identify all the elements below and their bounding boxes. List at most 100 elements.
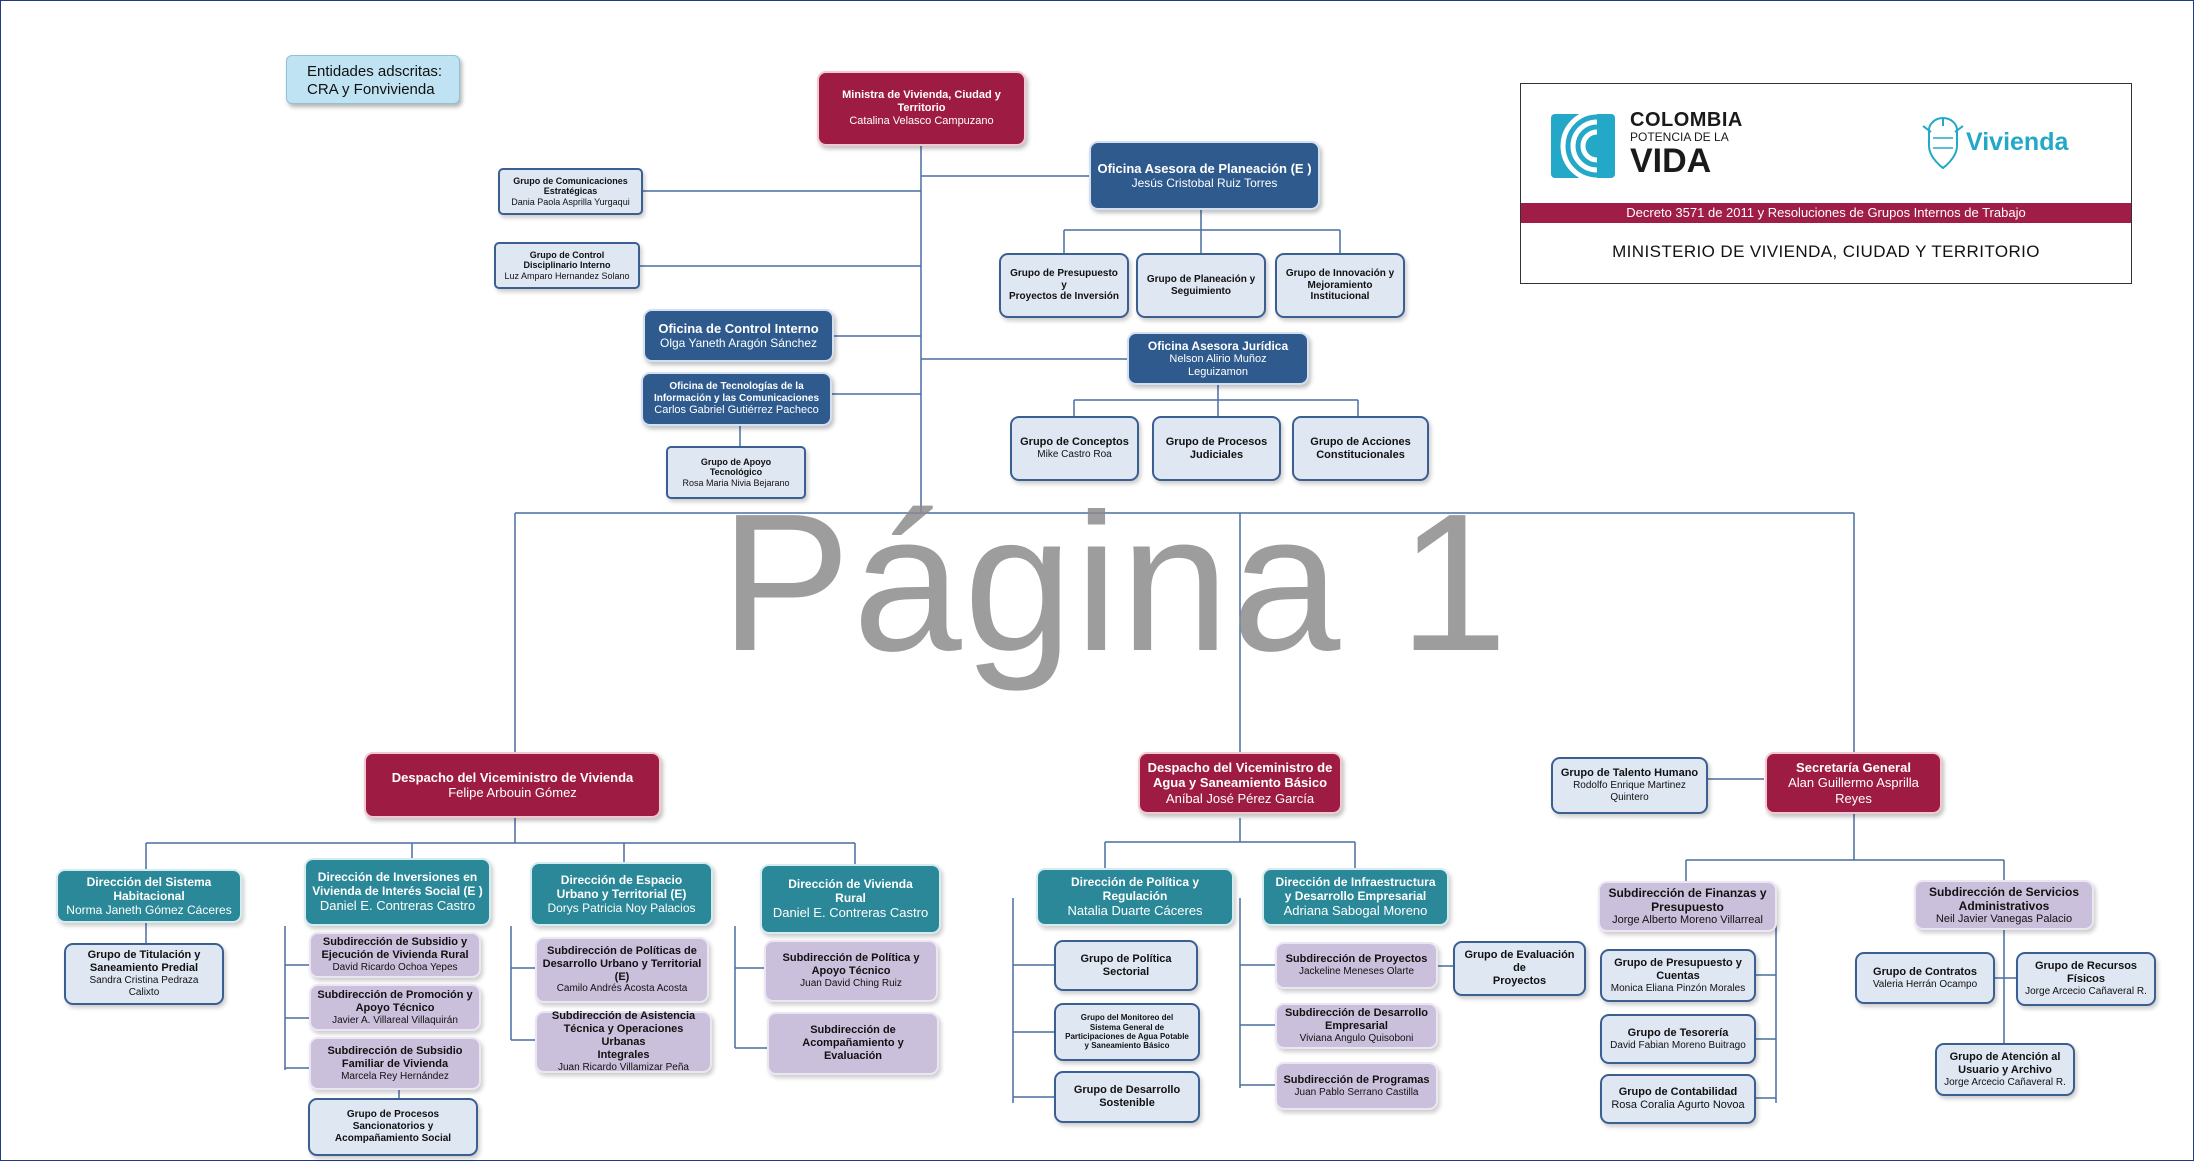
apoyo-tecnologico-box[interactable]: Grupo de Apoyo Tecnológico Rosa Maria Ni… [666, 446, 806, 499]
sub-politica-rural-box[interactable]: Subdirección de Política y Apoyo Técnico… [764, 940, 938, 1002]
contabilidad-box[interactable]: Grupo de Contabilidad Rosa Coralia Agurt… [1600, 1074, 1756, 1124]
contabilidad-title: Grupo de Contabilidad [1618, 1086, 1738, 1099]
dir-espacio-title-1: Dirección de Espacio [560, 872, 683, 887]
sub-programas-name: Juan Pablo Serrano Castilla [1294, 1086, 1419, 1098]
sub-proyectos-box[interactable]: Subdirección de Proyectos Jackeline Mene… [1275, 942, 1438, 989]
sub-subsidio-title-1: Subdirección de Subsidio y [322, 936, 468, 949]
contratos-box[interactable]: Grupo de Contratos Valeria Herrán Ocampo [1855, 952, 1995, 1004]
presupuesto-proyectos-box[interactable]: Grupo de Presupuesto y Proyectos de Inve… [999, 253, 1129, 318]
dir-vivienda-rural-box[interactable]: Dirección de Vivienda Rural Daniel E. Co… [760, 864, 941, 934]
desarrollo-sostenible-title-1: Grupo de Desarrollo [1073, 1084, 1181, 1097]
dir-sistema-habitacional-box[interactable]: Dirección del Sistema Habitacional Norma… [56, 869, 242, 923]
tesoreria-title: Grupo de Tesorería [1627, 1026, 1729, 1039]
procesos-sancionatorios-box[interactable]: Grupo de Procesos Sancionatorios y Acomp… [308, 1098, 478, 1156]
juridica-name-1: Nelson Alirio Muñoz [1169, 352, 1267, 365]
control-interno-name: Olga Yaneth Aragón Sánchez [659, 336, 817, 351]
dir-inversiones-name: Daniel E. Contreras Castro [319, 898, 476, 914]
logo-line-1: COLOMBIA [1630, 109, 1743, 131]
planeacion-box[interactable]: Oficina Asesora de Planeación (E ) Jesús… [1089, 141, 1320, 210]
presupuesto-proyectos-title-1: Grupo de Presupuesto y [1010, 267, 1118, 291]
sub-programas-title: Subdirección de Programas [1283, 1073, 1430, 1086]
vice-agua-box[interactable]: Despacho del Viceministro de Agua y Sane… [1138, 752, 1342, 814]
dir-inversiones-box[interactable]: Dirección de Inversiones en Vivienda de … [304, 858, 491, 926]
procesos-judiciales-title-2: Judiciales [1189, 448, 1244, 461]
dir-inversiones-title-2: Vivienda de Interés Social (E ) [312, 884, 483, 899]
acciones-constitucionales-box[interactable]: Grupo de Acciones Constitucionales [1292, 416, 1429, 481]
sub-promocion-box[interactable]: Subdirección de Promoción y Apoyo Técnic… [309, 984, 481, 1031]
sub-finanzas-box[interactable]: Subdirección de Finanzas y Presupuesto J… [1598, 881, 1777, 932]
titulacion-box[interactable]: Grupo de Titulación y Saneamiento Predia… [64, 943, 224, 1005]
desarrollo-sostenible-box[interactable]: Grupo de Desarrollo Sostenible [1054, 1071, 1200, 1123]
sub-asistencia-title-1: Subdirección de Asistencia [551, 1010, 696, 1023]
dir-infra-title-2: y Desarrollo Empresarial [1284, 889, 1427, 904]
logo-line-2: POTENCIA DE LA [1630, 130, 1729, 144]
sub-familiar-title-1: Subdirección de Subsidio [327, 1044, 463, 1057]
eval-proyectos-title-1: Grupo de Evaluación de [1464, 949, 1575, 975]
sub-acompanamiento-box[interactable]: Subdirección de Acompañamiento y Evaluac… [767, 1012, 939, 1075]
vivienda-brand: Vivienda [1966, 128, 2069, 156]
secretaria-general-name-2: Reyes [1835, 790, 1872, 806]
talento-humano-title: Grupo de Talento Humano [1560, 767, 1699, 780]
control-interno-box[interactable]: Oficina de Control Interno Olga Yaneth A… [643, 309, 834, 362]
monitoreo-sgp-box[interactable]: Grupo del Monitoreo del Sistema General … [1054, 1003, 1200, 1061]
planeacion-seguimiento-box[interactable]: Grupo de Planeación y Seguimiento [1136, 253, 1266, 318]
juridica-title: Oficina Asesora Jurídica [1147, 338, 1289, 353]
monitoreo-title-1: Grupo del Monitoreo del [1080, 1013, 1174, 1023]
dir-espacio-name: Dorys Patricia Noy Palacios [547, 901, 696, 916]
presupuesto-cuentas-title-2: Cuentas [1656, 969, 1700, 982]
juridica-name-2: Leguizamon [1188, 365, 1248, 378]
talento-humano-box[interactable]: Grupo de Talento Humano Rodolfo Enrique … [1551, 757, 1708, 814]
titulacion-title-1: Grupo de Titulación y [87, 949, 201, 962]
sub-servicios-box[interactable]: Subdirección de Servicios Administrativo… [1914, 880, 2094, 930]
titulacion-title-2: Saneamiento Predial [89, 962, 199, 975]
secretaria-general-box[interactable]: Secretaría General Alan Guillermo Aspril… [1765, 752, 1942, 814]
desarrollo-sostenible-title-2: Sostenible [1099, 1097, 1155, 1109]
sub-desarrollo-empresarial-box[interactable]: Subdirección de Desarrollo Empresarial V… [1275, 1003, 1438, 1049]
politica-sectorial-title-2: Sectorial [1102, 965, 1150, 978]
tic-box[interactable]: Oficina de Tecnologías de la Información… [641, 372, 832, 426]
conceptos-box[interactable]: Grupo de Conceptos Mike Castro Roa [1010, 416, 1139, 481]
acciones-constitucionales-title-1: Grupo de Acciones [1310, 435, 1411, 448]
sub-promocion-title-2: Apoyo Técnico [355, 1001, 435, 1014]
dir-politica-reg-title-2: Regulación [1102, 889, 1168, 904]
disciplinario-box[interactable]: Grupo de Control Disciplinario Interno L… [494, 242, 640, 289]
control-interno-title: Oficina de Control Interno [658, 320, 819, 336]
dir-politica-reg-title-1: Dirección de Política y [1070, 875, 1200, 890]
sub-asistencia-tecnica-box[interactable]: Subdirección de Asistencia Técnica y Ope… [535, 1010, 712, 1073]
tesoreria-box[interactable]: Grupo de Tesorería David Fabian Moreno B… [1600, 1014, 1756, 1064]
vice-agua-name: Aníbal José Pérez García [1165, 790, 1315, 806]
atencion-usuario-box[interactable]: Grupo de Atención al Usuario y Archivo J… [1935, 1043, 2075, 1096]
ministry-name: MINISTERIO DE VIVIENDA, CIUDAD Y TERRITO… [1612, 242, 2040, 261]
recursos-fisicos-box[interactable]: Grupo de Recursos Físicos Jorge Arcecio … [2016, 952, 2156, 1006]
dir-rural-name: Daniel E. Contreras Castro [772, 905, 929, 921]
dir-espacio-urbano-box[interactable]: Dirección de Espacio Urbano y Territoria… [530, 862, 713, 926]
entidades-line-1: Entidades adscritas: [307, 63, 443, 80]
sub-familiar-name: Marcela Rey Hernández [341, 1070, 449, 1082]
sub-programas-box[interactable]: Subdirección de Programas Juan Pablo Ser… [1275, 1062, 1438, 1110]
juridica-box[interactable]: Oficina Asesora Jurídica Nelson Alirio M… [1127, 332, 1309, 385]
comunicaciones-box[interactable]: Grupo de Comunicaciones Estratégicas Dan… [498, 168, 643, 215]
evaluacion-proyectos-box[interactable]: Grupo de Evaluación de Proyectos [1453, 941, 1586, 996]
vice-vivienda-box[interactable]: Despacho del Viceministro de Vivienda Fe… [364, 752, 661, 818]
presupuesto-cuentas-box[interactable]: Grupo de Presupuesto y Cuentas Monica El… [1600, 949, 1756, 1002]
sub-subsidio-rural-box[interactable]: Subdirección de Subsidio y Ejecución de … [309, 932, 481, 978]
secretaria-general-name-1: Alan Guillermo Asprilla [1788, 775, 1919, 791]
sub-subsidio-familiar-box[interactable]: Subdirección de Subsidio Familiar de Viv… [309, 1037, 481, 1090]
sub-politicas-urbano-box[interactable]: Subdirección de Políticas de Desarrollo … [535, 937, 709, 1003]
innovacion-title-3: Institucional [1310, 291, 1370, 303]
dir-sistema-title-1: Dirección del Sistema [86, 874, 212, 889]
presupuesto-cuentas-title-1: Grupo de Presupuesto y [1614, 956, 1742, 969]
ministra-box[interactable]: Ministra de Vivienda, Ciudad y Territori… [817, 71, 1026, 146]
innovacion-box[interactable]: Grupo de Innovación y Mejoramiento Insti… [1275, 253, 1405, 318]
procesos-judiciales-box[interactable]: Grupo de Procesos Judiciales [1152, 416, 1281, 481]
dir-infra-name: Adriana Sabogal Moreno [1283, 903, 1428, 919]
politica-sectorial-box[interactable]: Grupo de Política Sectorial [1054, 940, 1198, 991]
sub-subsidio-name: David Ricardo Ochoa Yepes [332, 962, 458, 974]
dir-politica-regulacion-box[interactable]: Dirección de Política y Regulación Natal… [1036, 868, 1234, 926]
sub-promocion-title-1: Subdirección de Promoción y [317, 988, 473, 1001]
apoyo-tecnologico-name: Rosa Maria Nivia Bejarano [682, 477, 790, 488]
dir-infraestructura-box[interactable]: Dirección de Infraestructura y Desarroll… [1262, 868, 1449, 926]
decree-banner: Decreto 3571 de 2011 y Resoluciones de G… [1521, 203, 2131, 223]
eval-proyectos-title-2: Proyectos [1492, 974, 1547, 987]
comunicaciones-name: Dania Paola Asprilla Yurgaqui [511, 196, 630, 207]
